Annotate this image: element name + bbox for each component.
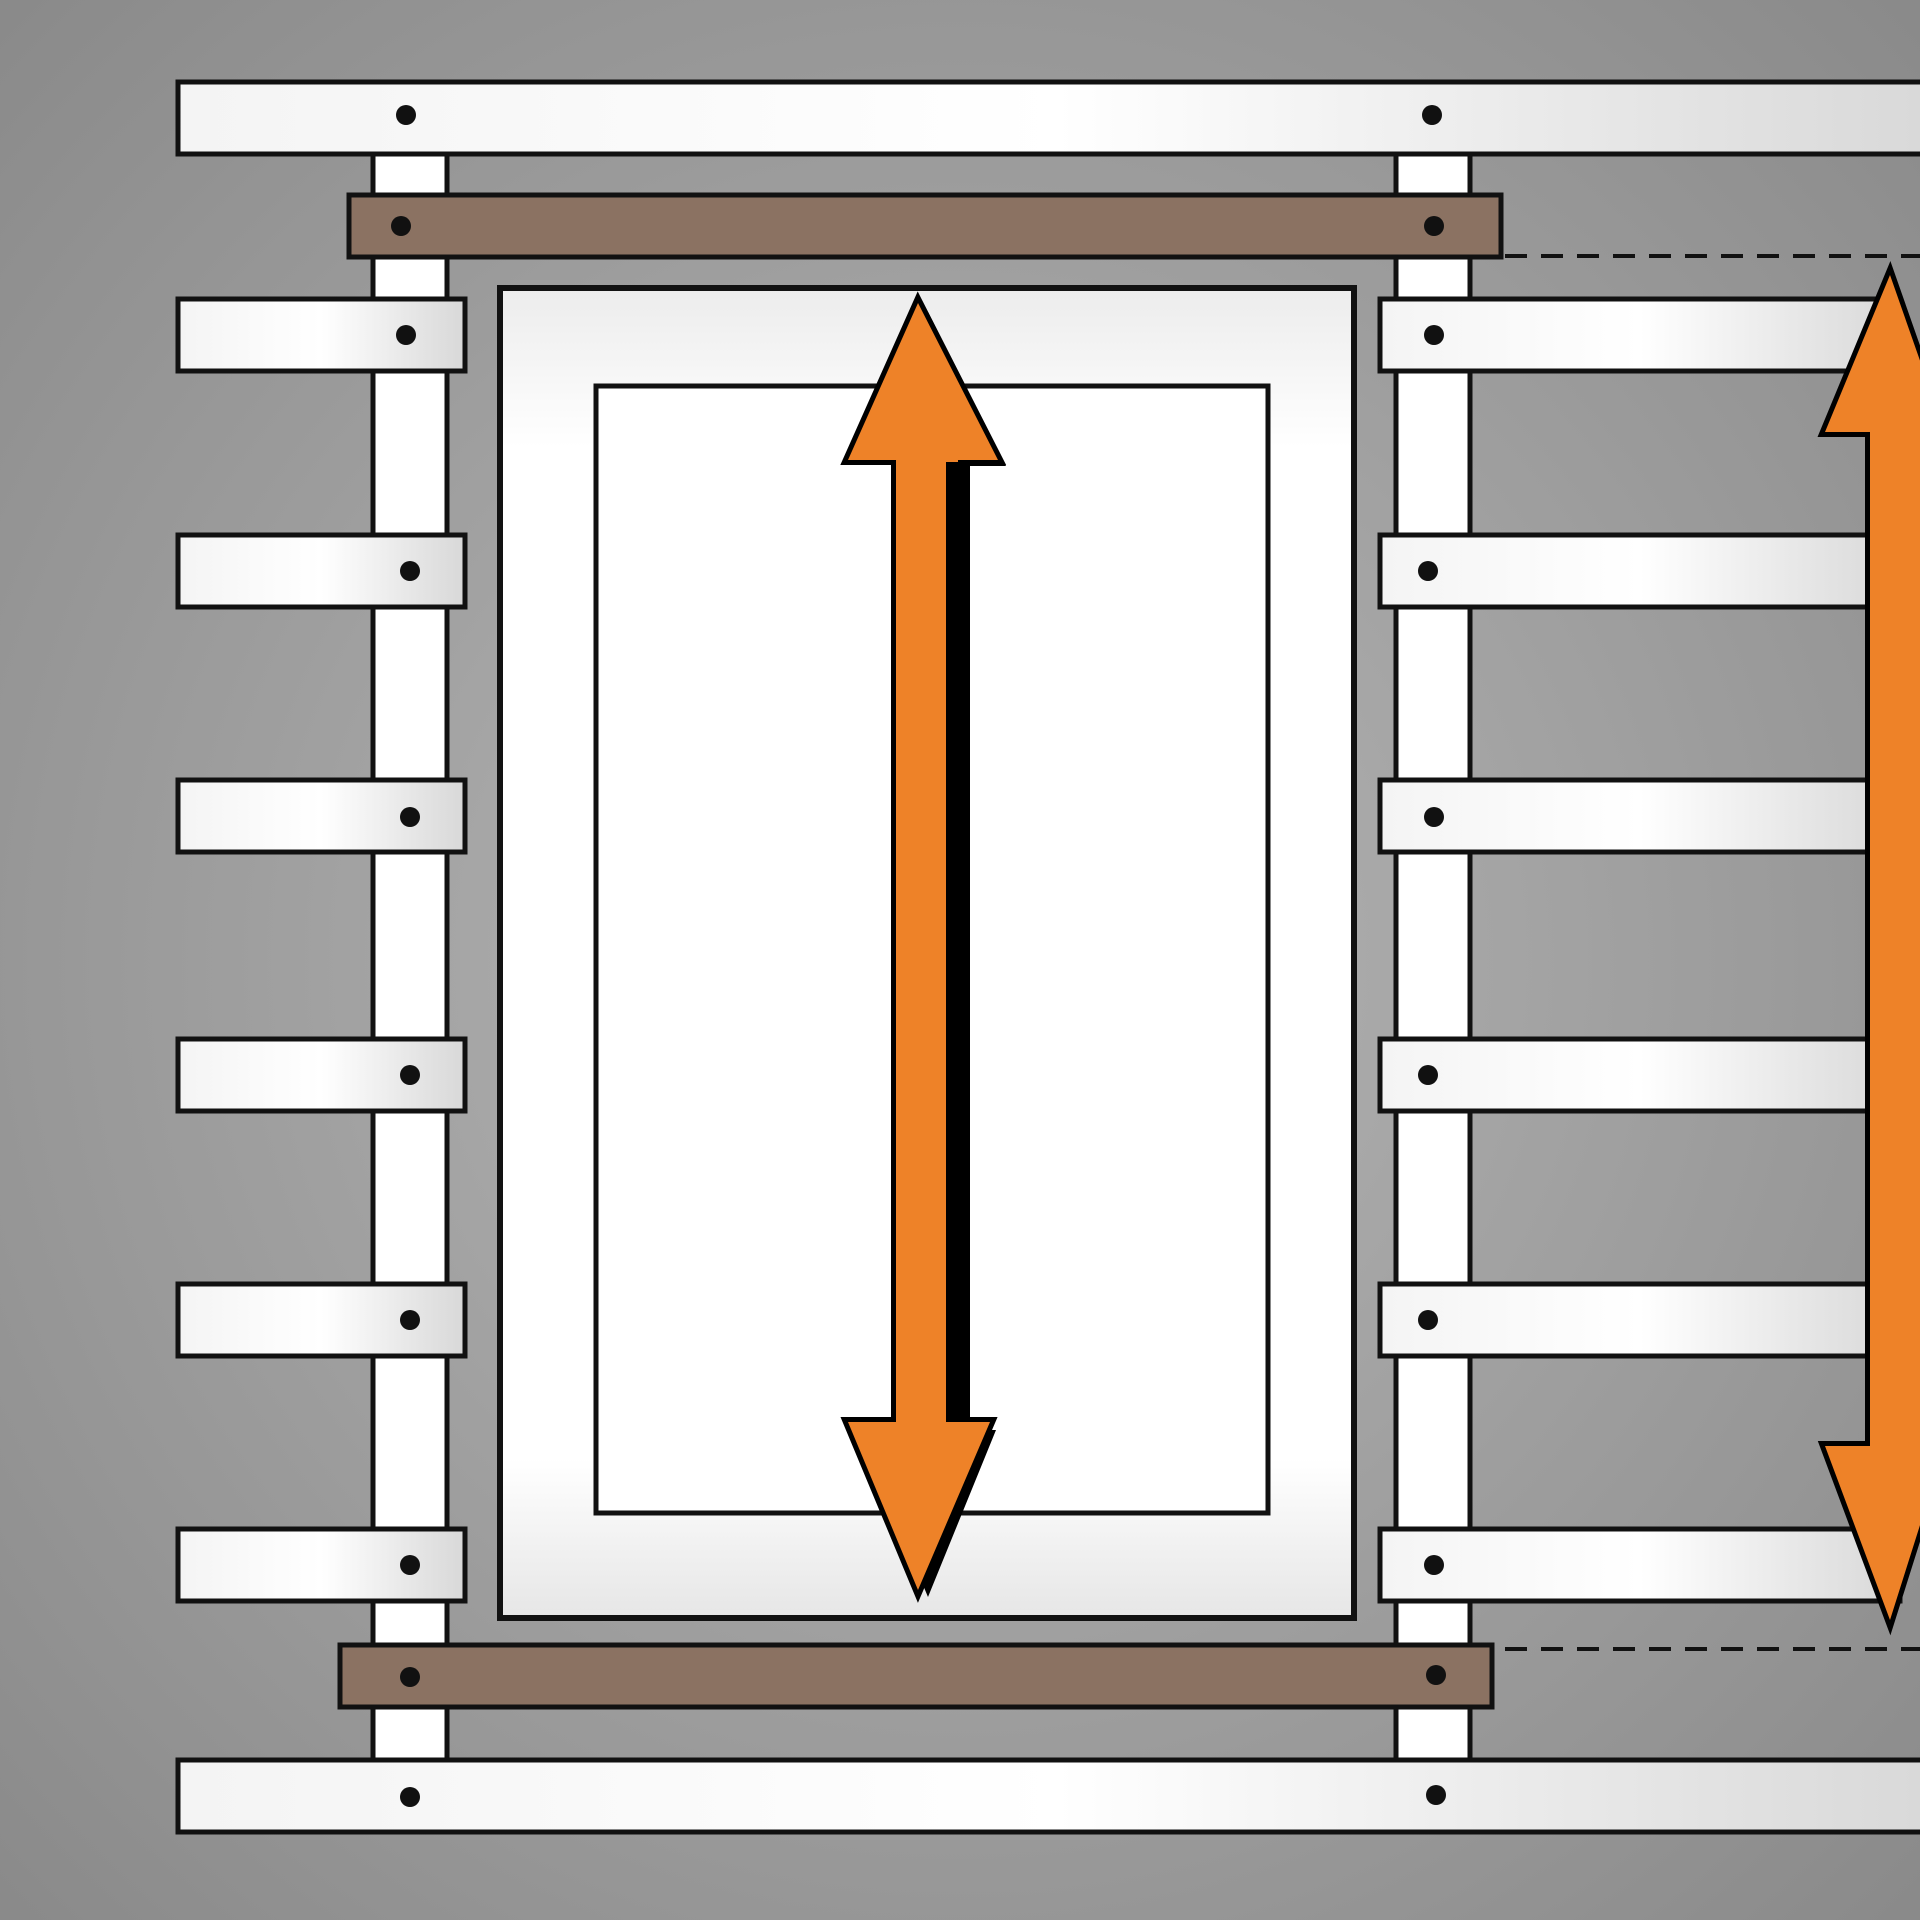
nail-dot-icon — [400, 1787, 420, 1807]
nail-dot-icon — [1424, 325, 1444, 345]
left-board — [175, 1036, 468, 1114]
right-board — [1377, 296, 1903, 374]
nail-dot-icon — [1426, 1665, 1446, 1685]
nail-dot-icon — [1424, 1555, 1444, 1575]
stud-left — [370, 147, 450, 1765]
nail-dot-icon — [396, 105, 416, 125]
right-board — [1377, 532, 1903, 610]
nail-dot-icon — [1424, 807, 1444, 827]
left-board — [175, 532, 468, 610]
nail-dot-icon — [1424, 216, 1444, 236]
height-arrow-right — [1817, 260, 1920, 1636]
nail-dot-icon — [1418, 1065, 1438, 1085]
nail-dots — [391, 105, 1446, 1807]
nail-dot-icon — [400, 807, 420, 827]
stud-right — [1393, 147, 1473, 1765]
left-board — [175, 1281, 468, 1359]
right-board — [1377, 1526, 1903, 1604]
nail-dot-icon — [1422, 105, 1442, 125]
left-board — [175, 777, 468, 855]
right-board — [1377, 1036, 1903, 1114]
nail-dot-icon — [400, 1310, 420, 1330]
left-board — [175, 1526, 468, 1604]
nail-dot-icon — [391, 216, 411, 236]
nail-dot-icon — [400, 561, 420, 581]
right-board — [1377, 1281, 1903, 1359]
nail-dot-icon — [1418, 561, 1438, 581]
height-arrow-main — [840, 291, 1007, 1603]
bottom-plate-board — [175, 1757, 1920, 1835]
nail-dot-icon — [1426, 1785, 1446, 1805]
left-board — [175, 296, 468, 374]
nail-dot-icon — [1418, 1310, 1438, 1330]
top-plate-board — [175, 79, 1920, 157]
nail-dot-icon — [400, 1065, 420, 1085]
nail-dot-icon — [400, 1667, 420, 1687]
right-boards — [1377, 296, 1903, 1604]
nail-dot-icon — [396, 325, 416, 345]
header-top — [346, 192, 1504, 260]
nail-dot-icon — [400, 1555, 420, 1575]
header-bottom — [337, 1642, 1495, 1710]
right-board — [1377, 777, 1903, 855]
